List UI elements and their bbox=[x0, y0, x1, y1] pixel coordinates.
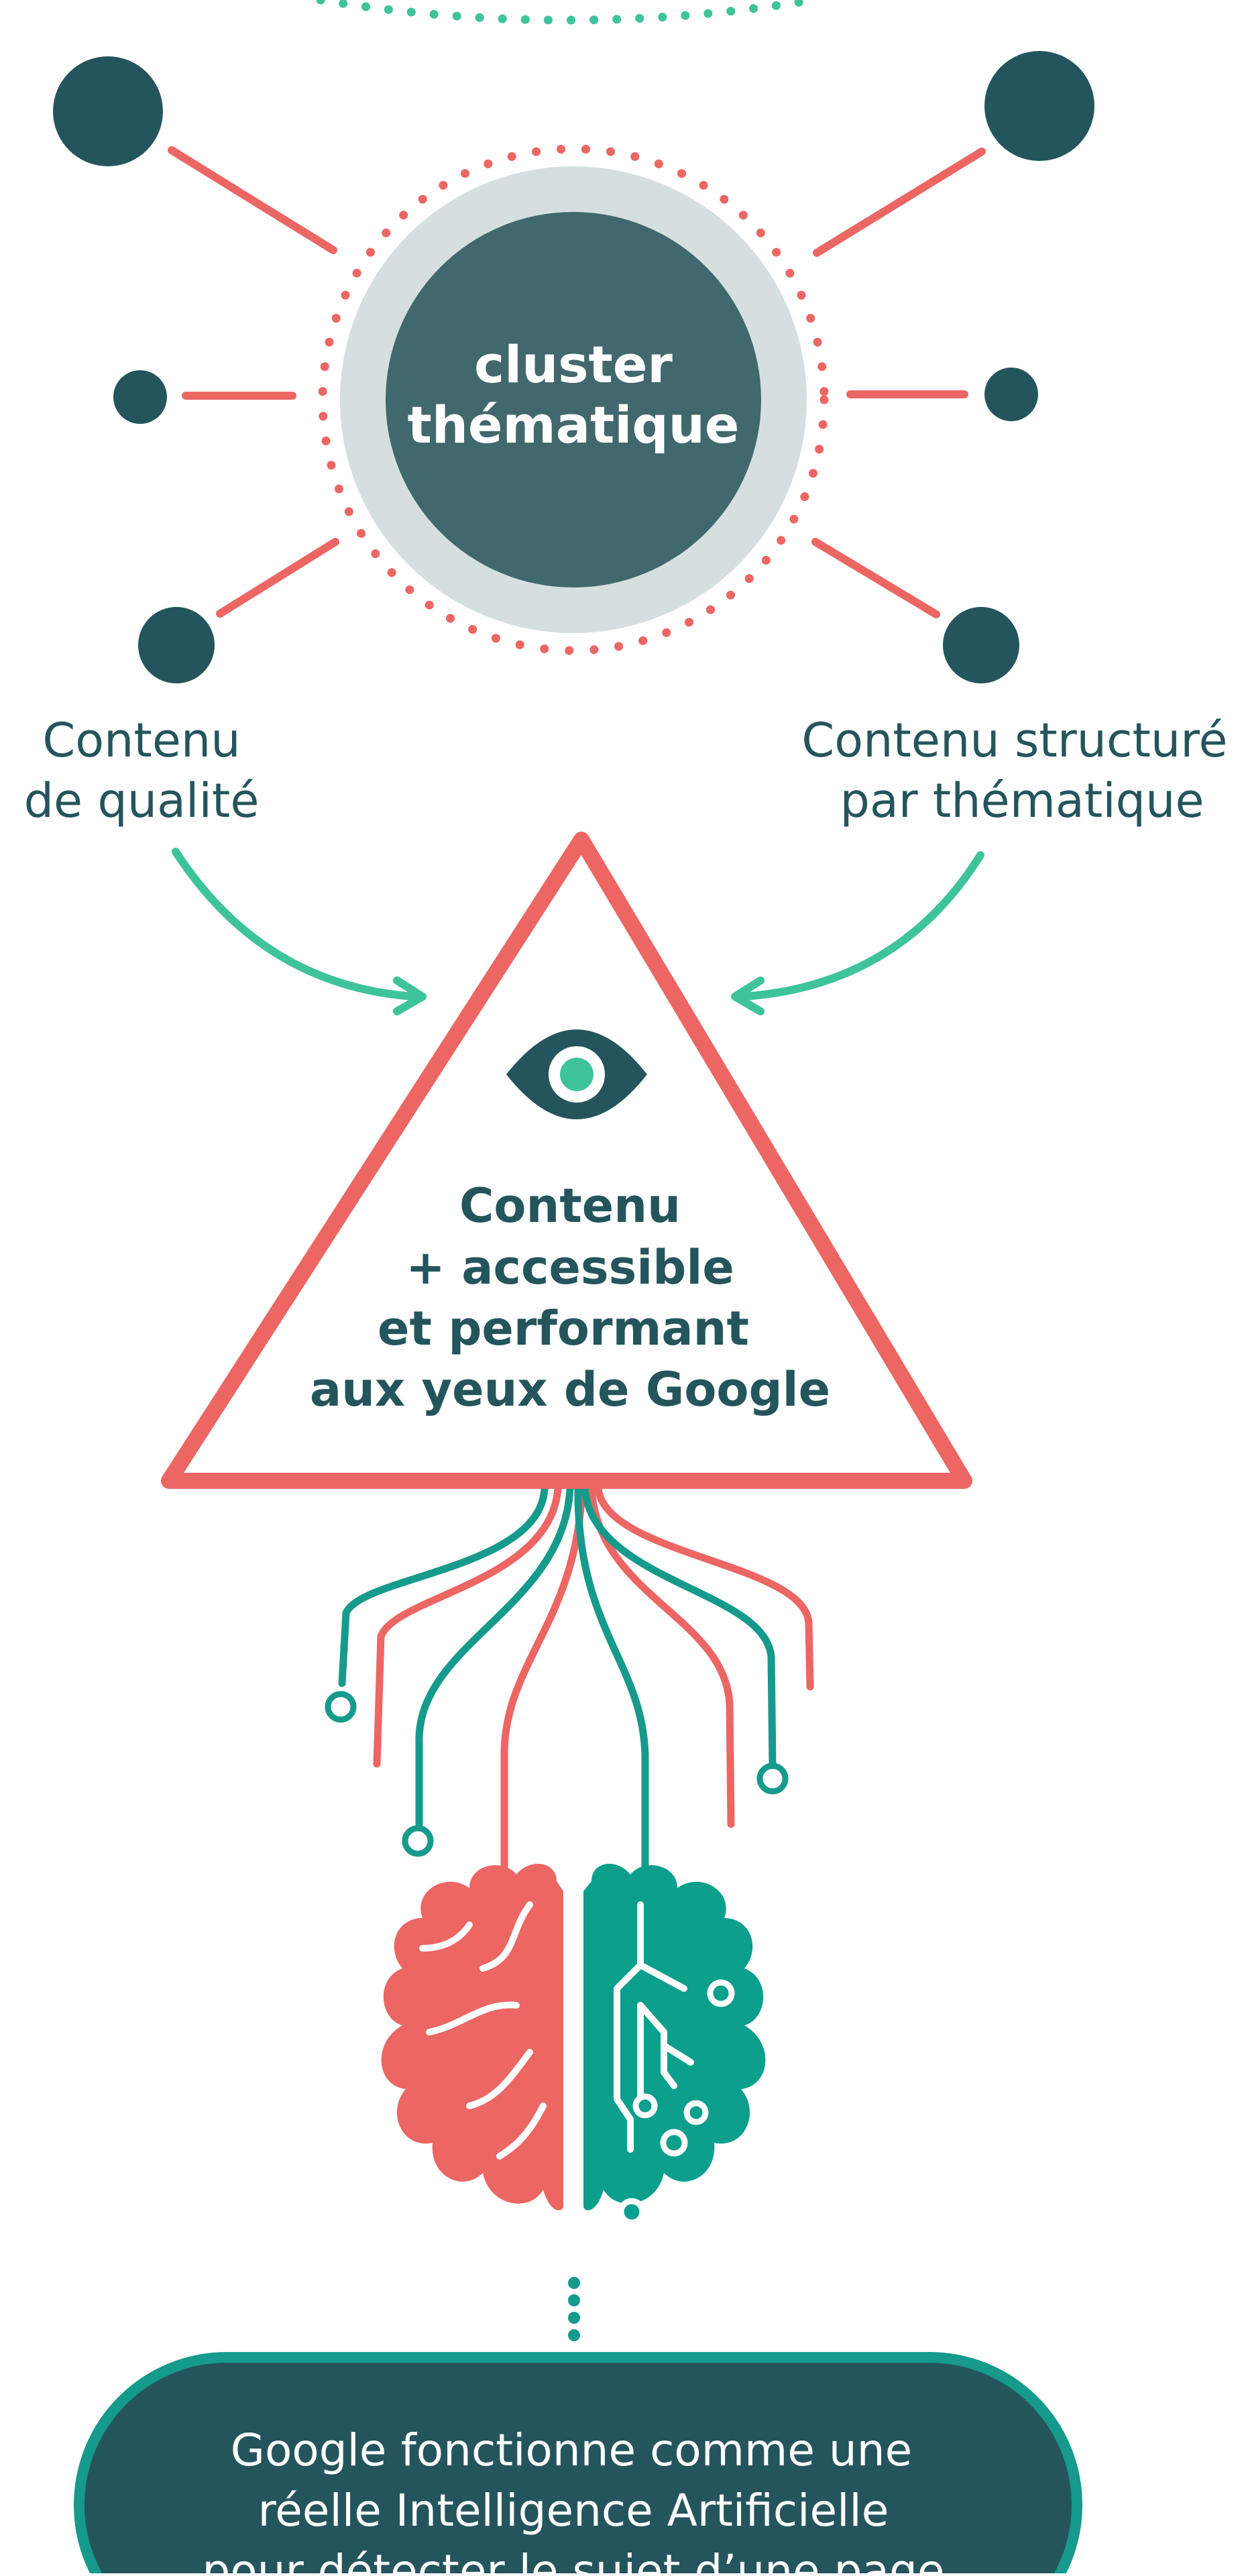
input-arrows bbox=[172, 848, 984, 1015]
wire-coral-far-right bbox=[594, 1485, 814, 1691]
node-mid-right bbox=[984, 368, 1038, 421]
cluster-circle bbox=[386, 212, 761, 587]
brain-left-hemisphere bbox=[381, 1863, 563, 2210]
brain-left-veins bbox=[419, 1901, 547, 2160]
left-input-line2: de qualité bbox=[24, 773, 260, 828]
node-mid-left bbox=[113, 370, 167, 424]
left-arrow-curve bbox=[172, 848, 418, 1001]
wire-teal-center bbox=[574, 1485, 649, 1879]
node-bottom-right bbox=[943, 607, 1019, 683]
wire-teal-right bbox=[581, 1485, 777, 1768]
circuit-terminals bbox=[325, 1691, 789, 1857]
spoke-bottom-left bbox=[216, 538, 339, 618]
spoke-bottom-right bbox=[811, 538, 940, 618]
wire-teal-far-left bbox=[338, 1485, 549, 1687]
node-top-left bbox=[53, 56, 163, 166]
bottom-box-line3: pour détecter le sujet d’une page bbox=[203, 2545, 945, 2573]
terminal-far-left bbox=[325, 1691, 357, 1723]
right-arrow-curve bbox=[739, 851, 984, 1001]
brain-right-nodes bbox=[618, 1979, 735, 2226]
spoke-top-left bbox=[168, 146, 337, 254]
bottom-box-line2: réelle Intelligence Artificielle bbox=[258, 2485, 889, 2536]
right-input-line1: Contenu structuré bbox=[801, 713, 1227, 768]
brain-right-hemisphere bbox=[583, 1863, 766, 2210]
wire-teal-left bbox=[415, 1485, 574, 1828]
brain-icon bbox=[381, 1863, 766, 2226]
wire-coral-left bbox=[373, 1485, 562, 1768]
wire-coral-center bbox=[500, 1485, 586, 1879]
triangle-line4: aux yeux de Google bbox=[310, 1362, 830, 1417]
cluster-label-line1: cluster bbox=[474, 335, 673, 394]
terminal-left bbox=[402, 1825, 434, 1857]
top-dotted-arc bbox=[316, 0, 817, 25]
left-input-line1: Contenu bbox=[42, 713, 240, 768]
right-arrowhead bbox=[731, 976, 764, 1015]
cluster-spokes bbox=[168, 146, 986, 618]
cluster-nodes bbox=[53, 51, 1094, 683]
node-bottom-left bbox=[138, 607, 215, 683]
bottom-box bbox=[74, 2352, 1082, 2576]
triangle-line1: Contenu bbox=[459, 1178, 681, 1233]
cluster-dotted-ring bbox=[318, 144, 829, 655]
spoke-top-right bbox=[813, 148, 986, 257]
right-input-line2: par thématique bbox=[840, 773, 1204, 828]
connector-dots bbox=[568, 2277, 580, 2341]
eye-icon bbox=[506, 1029, 647, 1119]
triangle-line3: et performant bbox=[378, 1301, 749, 1356]
circuit-wires bbox=[338, 1485, 814, 1879]
triangle-frame bbox=[161, 832, 972, 1489]
left-arrowhead bbox=[393, 976, 427, 1015]
triangle-line2: + accessible bbox=[406, 1240, 734, 1295]
node-top-right bbox=[984, 51, 1094, 161]
brain-right-circuits bbox=[614, 1901, 694, 2153]
bottom-box-line1: Google fonctionne comme une bbox=[231, 2424, 912, 2476]
eye-pupil bbox=[560, 1058, 593, 1091]
terminal-right bbox=[756, 1762, 789, 1795]
cluster-label-line2: thématique bbox=[408, 395, 740, 455]
